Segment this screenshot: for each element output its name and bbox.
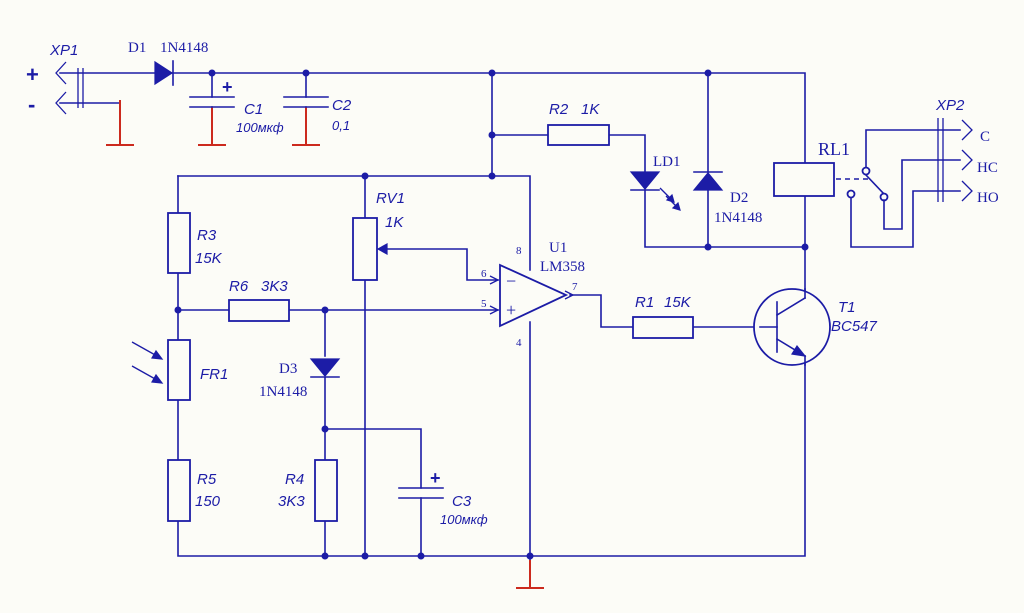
u1-minus: − (506, 271, 516, 291)
u1-pin-7: 7 (572, 281, 578, 293)
xp2-pin-nc: НС (977, 160, 998, 176)
d1-ref: D1 (128, 40, 146, 56)
r1-ref: R1 (635, 294, 654, 311)
r3-ref: R3 (197, 227, 217, 244)
diode-d3: D3 1N4148 (259, 358, 341, 400)
c1-value: 100мкф (236, 120, 284, 135)
transistor-t1: T1 BC547 (753, 288, 878, 366)
d1-value: 1N4148 (160, 40, 208, 56)
resistor-r3: R3 15K (167, 212, 223, 274)
u1-pin-5: 5 (481, 298, 487, 310)
d3-value: 1N4148 (259, 384, 307, 400)
u1-ref: U1 (549, 240, 567, 256)
d2-value: 1N4148 (714, 210, 762, 226)
r4-ref: R4 (285, 471, 304, 488)
diode-d1: D1 1N4148 (128, 40, 208, 86)
fr1-ref: FR1 (200, 366, 228, 383)
c3-polarity: + (430, 468, 441, 488)
d3-ref: D3 (279, 361, 297, 377)
opamp-u1: − + 8 6 5 7 4 U1 LM358 (481, 240, 585, 349)
r2-ref: R2 (549, 101, 569, 118)
d2-ref: D2 (730, 190, 748, 206)
u1-value: LM358 (540, 259, 585, 275)
resistor-r5: R5 150 (167, 459, 221, 522)
ld1-ref: LD1 (653, 154, 681, 170)
xp1-minus-sign: - (28, 92, 35, 117)
capacitor-c3: + C3 100мкф (398, 468, 488, 527)
junctions (174, 69, 809, 560)
c2-ref: C2 (332, 97, 352, 114)
r4-value: 3K3 (278, 493, 305, 510)
resistor-r6: R6 3K3 (228, 278, 290, 322)
rv1-value: 1K (385, 214, 404, 231)
xp2-ref: XP2 (935, 97, 965, 114)
r1-value: 15K (664, 294, 692, 311)
xp2-connector: XP2 C НС НО (935, 97, 999, 206)
resistor-r4: R4 3K3 (278, 459, 338, 522)
r6-value: 3K3 (261, 278, 288, 295)
led-ld1: LD1 (629, 154, 681, 211)
rv1-ref: RV1 (376, 190, 405, 207)
r3-value: 15K (195, 250, 223, 267)
photoresistor-fr1: FR1 (131, 339, 228, 401)
r2-value: 1K (581, 101, 600, 118)
r5-value: 150 (195, 493, 221, 510)
c3-value: 100мкф (440, 512, 488, 527)
resistor-r1: R1 15K (632, 294, 694, 339)
rl1-ref: RL1 (818, 139, 850, 159)
capacitor-c1: + C1 100мкф (189, 77, 284, 135)
resistor-r2: R2 1K (547, 101, 610, 146)
t1-ref: T1 (838, 299, 856, 316)
xp1-plus-sign: + (26, 62, 39, 87)
c1-ref: C1 (244, 101, 263, 118)
u1-pin-6: 6 (481, 268, 487, 280)
xp2-pin-c: C (980, 129, 990, 145)
xp2-pin-no: НО (977, 190, 999, 206)
potentiometer-rv1: RV1 1K (352, 190, 405, 281)
xp1-ref: XP1 (49, 42, 78, 59)
r5-ref: R5 (197, 471, 217, 488)
relay-rl1: RL1 (773, 129, 961, 248)
capacitor-c2: C2 0,1 (283, 96, 352, 133)
c1-polarity: + (222, 77, 233, 97)
u1-plus: + (506, 300, 516, 320)
c3-ref: C3 (452, 493, 472, 510)
ground-symbols (106, 100, 544, 589)
t1-value: BC547 (831, 318, 878, 335)
diode-d2: D2 1N4148 (692, 171, 762, 226)
r6-ref: R6 (229, 278, 249, 295)
xp1-connector: XP1 + - (26, 42, 84, 117)
u1-pin-8: 8 (516, 245, 522, 257)
c2-value: 0,1 (332, 118, 350, 133)
u1-pin-4: 4 (516, 337, 522, 349)
